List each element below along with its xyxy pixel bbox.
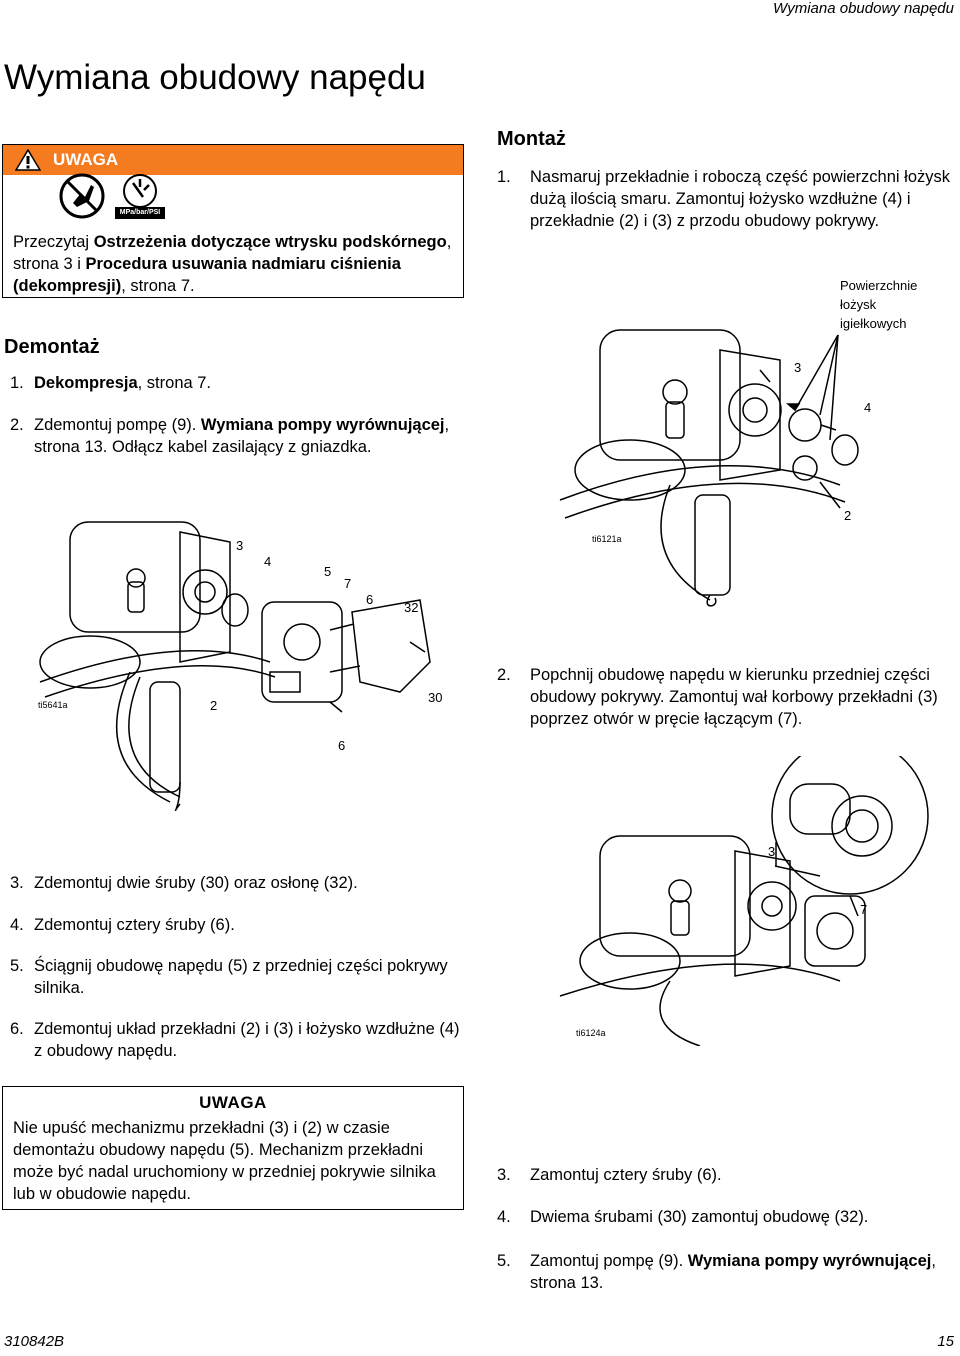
callout-32: 32: [404, 600, 419, 615]
no-hand-injection-icon: [59, 173, 105, 219]
callout-4: 4: [864, 400, 872, 415]
assembly-step-2: 2.Popchnij obudowę napędu w kierunku prz…: [497, 666, 938, 728]
callout-2: 2: [210, 698, 218, 713]
page-title: Wymiana obudowy napędu: [4, 58, 426, 97]
notice-title: UWAGA: [199, 1093, 267, 1112]
disassembly-step-5: 5.Ściągnij obudowę napędu (5) z przednie…: [10, 957, 448, 997]
notice-box: UWAGA Nie upuść mechanizmu przekładni (3…: [2, 1086, 464, 1210]
callout-4: 4: [264, 554, 272, 569]
disassembly-heading: Demontaż: [4, 336, 100, 358]
assembly-step-5: 5. Zamontuj pompę (9). Wymiana pompy wyr…: [497, 1252, 936, 1292]
doc-number: 310842B: [4, 1333, 65, 1350]
disassembly-step-3: 3.Zdemontuj dwie śruby (30) oraz osłonę …: [10, 874, 358, 892]
callout-30: 30: [428, 690, 443, 705]
callout-7: 7: [344, 576, 352, 591]
notice-text: Nie upuść mechanizmu przekładni (3) i (2…: [13, 1119, 436, 1203]
figure-gears: Powierzchnie łożysk igiełkowych 3 4 2 ti…: [520, 270, 940, 610]
figure-id: ti6121a: [592, 534, 622, 544]
callout-6-bottom: 6: [338, 738, 346, 753]
disassembly-step-1: 1. Dekompresja, strona 7.: [10, 374, 212, 392]
callout-2: 2: [844, 508, 852, 523]
callout-3: 3: [794, 360, 802, 375]
gears-drawing: [559, 329, 859, 607]
warning-triangle-icon: [15, 149, 41, 171]
disassembly-step-2: 2. Zdemontuj pompę (9). Wymiana pompy wy…: [10, 416, 450, 456]
callout-3: 3: [768, 844, 776, 859]
page-number: 15: [937, 1333, 954, 1350]
pressure-hazard-icon: MPa/bar/PSI: [113, 173, 167, 219]
warning-label: UWAGA: [53, 150, 119, 169]
callout-bearing-surfaces: Powierzchnie łożysk igiełkowych: [840, 278, 918, 331]
callout-6-top: 6: [366, 592, 374, 607]
running-header: Wymiana obudowy napędu: [773, 0, 954, 17]
crankshaft-drawing: [559, 737, 929, 1047]
figure-id: ti6124a: [576, 1028, 606, 1038]
assembly-step-1: 1.Nasmaruj przekładnie i roboczą część p…: [497, 168, 951, 230]
assembly-heading: Montaż: [497, 128, 566, 150]
warning-bar: UWAGA: [3, 145, 463, 175]
figure-disassembly: 3 4 5 7 6 32 2 30 6 ti5641a: [30, 512, 470, 824]
warning-box: UWAGA MPa/bar/PSI Przeczytaj Ostrzeżenia…: [2, 144, 464, 298]
callout-7: 7: [860, 902, 868, 917]
figure-crankshaft: 3 7 ti6124a: [540, 737, 950, 1047]
figure-id: ti5641a: [38, 700, 68, 710]
warning-text: Przeczytaj Ostrzeżenia dotyczące wtrysku…: [13, 233, 452, 295]
exploded-drive-drawing: [39, 521, 431, 811]
assembly-step-3: 3.Zamontuj cztery śruby (6).: [497, 1166, 722, 1184]
disassembly-step-6: 6.Zdemontuj układ przekładni (2) i (3) i…: [10, 1020, 460, 1060]
pressure-icon-label: MPa/bar/PSI: [119, 209, 161, 216]
callout-5: 5: [324, 564, 332, 579]
disassembly-step-4: 4.Zdemontuj cztery śruby (6).: [10, 916, 235, 934]
callout-3: 3: [236, 538, 244, 553]
assembly-step-4: 4.Dwiema śrubami (30) zamontuj obudowę (…: [497, 1208, 869, 1226]
